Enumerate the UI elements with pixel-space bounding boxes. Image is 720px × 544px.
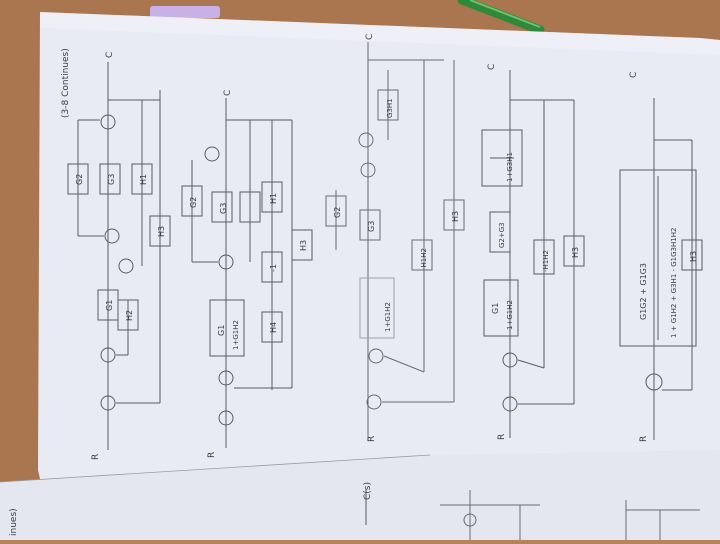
block-h2-label: H2	[125, 310, 134, 321]
output-label: C	[223, 90, 233, 96]
input-label: R	[207, 452, 217, 458]
block-h3-label: H3	[451, 211, 460, 222]
tf-numerator: G1G2 + G1G3	[639, 263, 648, 320]
lower-paper-sketch	[440, 490, 700, 540]
block-tf	[619, 169, 697, 347]
sum-junction	[368, 348, 384, 364]
block-m1-label: -1	[269, 264, 278, 272]
block-inner-label: 1+G3H1	[506, 152, 514, 182]
sum-junction	[104, 228, 120, 244]
main-paper	[38, 12, 720, 540]
block-h1h2-label: -H1H2	[420, 248, 428, 270]
sum-junction	[502, 396, 518, 412]
sum-junction	[118, 258, 134, 274]
sum-junction	[100, 395, 116, 411]
diagram-4-labels: R C G1 1+G1H2 G2+G3 1+G3H1 -H1H2 H3	[487, 64, 580, 440]
block-g2g3-label: G2+G3	[498, 222, 506, 248]
purple-sticky	[150, 6, 220, 18]
block-h1-label: H1	[269, 193, 278, 204]
block-g3	[359, 209, 381, 241]
input-label: R	[367, 436, 377, 442]
sum-junction	[204, 146, 220, 162]
corner-note: inues)	[9, 508, 19, 536]
frac-den: 1+G1H2	[232, 320, 240, 350]
sum-junction	[218, 410, 234, 426]
diagram-2-labels: R C G1 1+G1H2 G2 G3 H1 -1 H4 H3	[189, 90, 308, 458]
block-h4-label: H4	[269, 322, 278, 333]
block-g1-frac	[483, 279, 519, 337]
block-g2-label: G2	[75, 174, 84, 185]
sum-junction	[360, 162, 376, 178]
block-g3-label: G3	[219, 203, 228, 214]
header-note: (3-8 Continues)	[61, 48, 71, 118]
diagram-4	[481, 70, 585, 438]
output-label: C	[105, 52, 115, 58]
block-g3	[99, 163, 121, 195]
g1-num: G1	[491, 303, 500, 314]
block-g2g3	[489, 211, 511, 253]
sum-junction	[366, 394, 382, 410]
diagram-3-labels: R C 1+G1H2 G2 G3 G3H1 -H1H2 H3	[333, 34, 460, 442]
block-g1-frac	[209, 299, 245, 357]
block-h3-label: H3	[157, 226, 166, 237]
sum-junction	[502, 352, 518, 368]
frac-num: G1	[217, 325, 226, 336]
diagram-3	[325, 42, 465, 440]
input-label: R	[497, 434, 507, 440]
sum-junction	[100, 114, 116, 130]
tf-denominator: 1 + G1H2 + G3H1 - G1G3H1H2	[670, 228, 678, 338]
diagram-1-labels: R C G1 G2 G3 H1 H2 H3	[75, 52, 166, 460]
block-frac	[359, 277, 395, 339]
input-label: R	[639, 436, 649, 442]
sum-junction	[218, 254, 234, 270]
sum-junction	[100, 347, 116, 363]
block-g1-label: G1	[105, 300, 114, 311]
block-g3-label: G3	[107, 174, 116, 185]
diagram-5	[619, 98, 703, 440]
block-h3-label: H3	[571, 247, 580, 258]
output-label: C	[629, 72, 639, 78]
block-g3-label: G3	[367, 221, 376, 232]
lower-paper	[0, 450, 720, 540]
block-h1h2-label: -H1H2	[542, 250, 550, 272]
block-h3-label: H3	[299, 240, 308, 251]
diagram-2	[181, 98, 313, 448]
block-g2-label: G2	[333, 207, 342, 218]
sum-junction	[645, 373, 663, 391]
block-g3	[211, 191, 233, 223]
output-label: C	[365, 34, 375, 40]
diagram-5-labels: R C G1G2 + G1G3 1 + G1H2 + G3H1 - G1G3H1…	[629, 72, 698, 442]
output-label: C	[487, 64, 497, 70]
block-h1-label: H1	[139, 174, 148, 185]
block-inner	[481, 129, 523, 187]
sum-junction	[358, 132, 374, 148]
g1-den: 1+G1H2	[506, 300, 514, 330]
block-h3-label: H3	[689, 251, 698, 262]
input-label: R	[91, 454, 101, 460]
block-g2-label: G2	[189, 197, 198, 208]
side-output-label: C(s)	[363, 482, 373, 500]
diagram-1	[67, 62, 171, 450]
block-frac-label: 1+G1H2	[384, 302, 392, 332]
green-pen	[457, 0, 545, 35]
block-h1h2	[411, 239, 433, 271]
sum-junction	[218, 370, 234, 386]
block-g3h1-label: G3H1	[386, 98, 394, 118]
